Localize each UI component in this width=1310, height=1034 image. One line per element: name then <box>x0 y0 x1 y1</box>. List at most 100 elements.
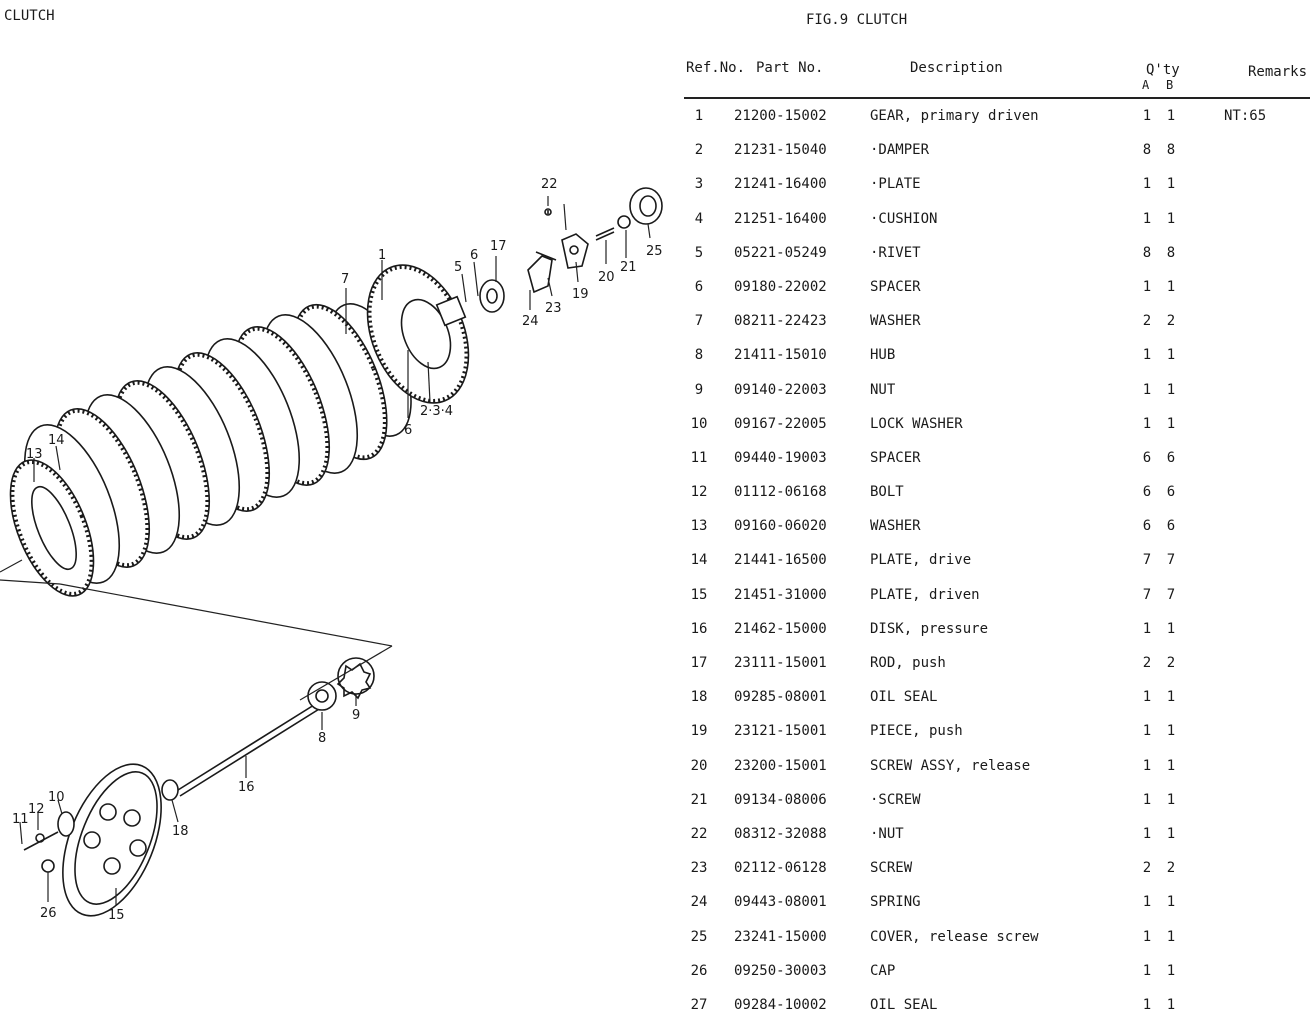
ref-no-cell: 18 <box>690 689 708 706</box>
ref-no-cell: 17 <box>690 655 708 671</box>
ref-no-cell: 22 <box>690 825 708 842</box>
callout-22: 22 <box>541 177 558 192</box>
callout-23: 23 <box>545 301 562 316</box>
ref-no-cell: 8 <box>694 347 704 364</box>
part-no-cell: 09134-08006 <box>734 791 827 808</box>
part-no-cell: 21462-15000 <box>734 620 827 637</box>
qty-a-cell: 1 <box>1142 825 1152 842</box>
qty-b-cell: 6 <box>1166 484 1176 501</box>
part-no-cell: 09440-19003 <box>734 449 827 466</box>
qty-b-cell: 8 <box>1166 142 1176 159</box>
part-no-cell: 01112-06168 <box>734 484 827 501</box>
ref-no-cell: 24 <box>690 894 708 911</box>
qty-a-cell: 1 <box>1142 791 1152 808</box>
qty-a-cell: 1 <box>1142 108 1152 124</box>
ref-no-cell: 9 <box>694 381 704 398</box>
callout-labels: 1 2·3·4 5 6 6 7 8 9 10 11 12 13 14 15 16… <box>12 177 663 923</box>
callout-11: 11 <box>12 812 29 827</box>
qty-a-cell: 1 <box>1142 962 1152 979</box>
header-rule <box>684 97 1310 99</box>
part-no-cell: 21200-15002 <box>734 108 827 124</box>
description-cell: SPACER <box>870 449 921 466</box>
header-description: Description <box>910 60 1003 76</box>
qty-a-cell: 1 <box>1142 347 1152 364</box>
part-no-cell: 08211-22423 <box>734 313 827 330</box>
ref-no-cell: 20 <box>690 757 708 774</box>
description-cell: ·RIVET <box>870 244 921 261</box>
description-cell: BOLT <box>870 484 904 501</box>
part-no-cell: 21251-16400 <box>734 210 827 227</box>
ref-no-cell: 15 <box>690 586 708 603</box>
part-no-cell: 21441-16500 <box>734 552 827 569</box>
qty-a-cell: 1 <box>1142 210 1152 227</box>
qty-b-cell: 2 <box>1166 313 1176 330</box>
pressure-disk-assembly <box>23 657 375 917</box>
qty-b-cell: 1 <box>1166 791 1176 808</box>
part-no-cell: 09285-08001 <box>734 689 827 706</box>
description-cell: ·PLATE <box>870 176 921 193</box>
qty-b-cell: 2 <box>1166 860 1176 877</box>
callout-6: 6 <box>404 423 412 438</box>
qty-b-cell: 1 <box>1166 278 1176 295</box>
part-no-cell: 21231-15040 <box>734 142 827 159</box>
qty-a-cell: 1 <box>1142 723 1152 740</box>
callout-13: 13 <box>26 447 43 462</box>
callout-14: 14 <box>48 433 65 448</box>
callout-19: 19 <box>572 287 589 302</box>
qty-a-cell: 8 <box>1142 244 1152 261</box>
qty-b-cell: 1 <box>1166 415 1176 432</box>
ref-no-cell: 4 <box>694 210 704 227</box>
qty-b-cell: 1 <box>1166 723 1176 740</box>
qty-b-cell: 1 <box>1166 689 1176 706</box>
description-cell: ·SCREW <box>870 791 921 808</box>
description-cell: ·NUT <box>870 825 904 842</box>
callout-24: 24 <box>522 314 539 329</box>
part-no-cell: 09180-22002 <box>734 278 827 295</box>
part-no-cell: 23111-15001 <box>734 655 827 671</box>
qty-b-cell: 1 <box>1166 894 1176 911</box>
release-mechanism <box>527 187 663 294</box>
ref-no-cell: 21 <box>690 791 708 808</box>
qty-b-cell: 1 <box>1166 108 1176 124</box>
ref-no-cell: 26 <box>690 962 708 979</box>
part-no-cell: 02112-06128 <box>734 860 827 877</box>
ref-no-cell: 10 <box>690 415 708 432</box>
part-no-cell: 09284-10002 <box>734 996 827 1013</box>
qty-b-cell: 1 <box>1166 347 1176 364</box>
qty-a-cell: 2 <box>1142 655 1152 671</box>
description-cell: SCREW <box>870 860 913 877</box>
section-title: CLUTCH <box>4 8 55 24</box>
qty-b-cell: 1 <box>1166 757 1176 774</box>
part-no-cell: 21451-31000 <box>734 586 827 603</box>
ref-no-cell: 13 <box>690 518 708 535</box>
qty-b-cell: 6 <box>1166 518 1176 535</box>
part-no-cell: 21241-16400 <box>734 176 827 193</box>
description-cell: SPACER <box>870 278 921 295</box>
callout-18: 18 <box>172 824 189 839</box>
ref-no-cell: 7 <box>694 313 704 330</box>
qty-b-cell: 1 <box>1166 210 1176 227</box>
header-remarks: Remarks <box>1248 64 1308 80</box>
description-cell: NUT <box>870 381 896 398</box>
callout-15: 15 <box>108 908 125 923</box>
description-cell: GEAR, primary driven <box>870 108 1039 124</box>
part-no-cell: 05221-05249 <box>734 244 827 261</box>
description-cell: PLATE, drive <box>870 552 972 569</box>
description-cell: DISK, pressure <box>870 620 989 637</box>
header-qty-b: B <box>1166 78 1174 92</box>
callout-26: 26 <box>40 906 57 921</box>
ref-no-cell: 16 <box>690 620 708 637</box>
leader-lines <box>0 196 651 906</box>
